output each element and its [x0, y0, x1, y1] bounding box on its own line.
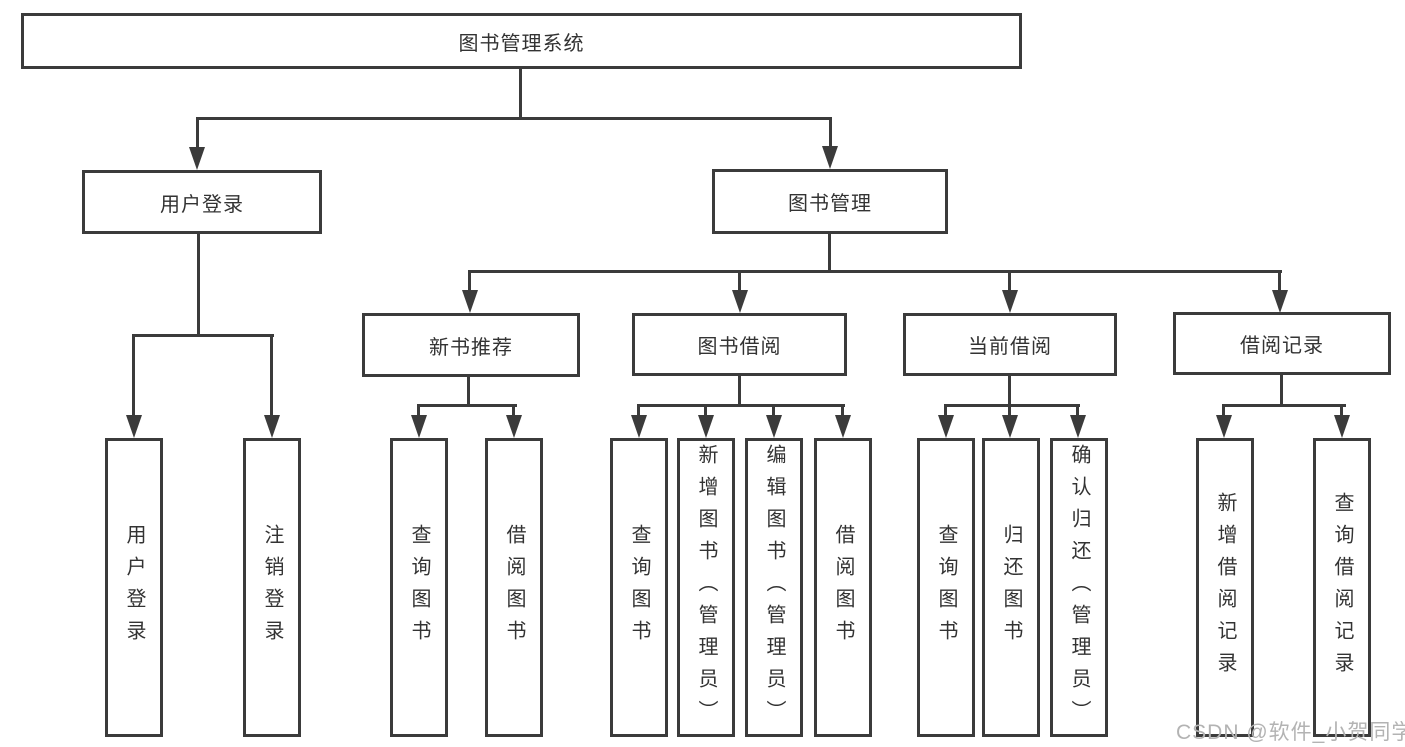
connector-line — [1222, 404, 1225, 418]
node-book-management: 图书管理 — [712, 169, 948, 234]
connector-line — [828, 234, 831, 272]
leaf-query-books-borrow: 查询图书 — [610, 438, 668, 737]
leaf-add-borrow-record: 新增借阅记录 — [1196, 438, 1254, 737]
arrow-down-icon — [506, 415, 522, 438]
leaf-borrow-books-borrow: 借阅图书 — [814, 438, 872, 737]
connector-line — [637, 404, 640, 418]
connector-line — [1222, 404, 1346, 407]
connector-line — [841, 404, 844, 418]
connector-line — [944, 404, 947, 418]
leaf-query-books-recommend: 查询图书 — [390, 438, 448, 737]
connector-line — [1278, 272, 1281, 292]
connector-line — [270, 334, 273, 418]
connector-line — [468, 272, 471, 292]
arrow-down-icon — [1272, 290, 1288, 313]
connector-line — [637, 404, 845, 407]
arrow-down-icon — [411, 415, 427, 438]
connector-line — [197, 234, 200, 337]
connector-line — [417, 404, 420, 418]
arrow-down-icon — [126, 415, 142, 438]
leaf-user-login: 用户登录 — [105, 438, 163, 737]
connector-line — [944, 404, 1080, 407]
connector-line — [132, 334, 135, 418]
connector-line — [1076, 404, 1079, 418]
watermark: CSDN @软件_小贺同学 — [1176, 721, 1405, 744]
connector-line — [1008, 376, 1011, 406]
connector-line — [467, 377, 470, 406]
connector-line — [512, 404, 515, 418]
connector-line — [738, 272, 741, 292]
connector-line — [417, 404, 517, 407]
leaf-logout: 注销登录 — [243, 438, 301, 737]
leaf-return-books: 归还图书 — [982, 438, 1040, 737]
node-book-borrow: 图书借阅 — [632, 313, 847, 376]
connector-line — [704, 404, 707, 418]
arrow-down-icon — [766, 415, 782, 438]
connector-line — [1008, 272, 1011, 292]
node-borrow-records: 借阅记录 — [1173, 312, 1391, 375]
arrow-down-icon — [264, 415, 280, 438]
leaf-edit-books-admin: 编辑图书（管理员） — [745, 438, 803, 737]
connector-line — [1340, 404, 1343, 418]
arrow-down-icon — [1216, 415, 1232, 438]
arrow-down-icon — [631, 415, 647, 438]
arrow-down-icon — [189, 147, 205, 170]
leaf-borrow-books-recommend: 借阅图书 — [485, 438, 543, 737]
arrow-down-icon — [835, 415, 851, 438]
arrow-down-icon — [938, 415, 954, 438]
connector-line — [829, 117, 832, 149]
arrow-down-icon — [822, 146, 838, 169]
connector-line — [468, 270, 1282, 273]
arrow-down-icon — [732, 290, 748, 313]
connector-line — [1008, 404, 1011, 418]
arrow-down-icon — [462, 290, 478, 313]
arrow-down-icon — [698, 415, 714, 438]
leaf-query-borrow-record: 查询借阅记录 — [1313, 438, 1371, 737]
node-new-book-recommend: 新书推荐 — [362, 313, 580, 377]
connector-line — [519, 69, 522, 118]
connector-line — [738, 376, 741, 406]
arrow-down-icon — [1002, 415, 1018, 438]
connector-line — [196, 117, 832, 120]
node-library-system: 图书管理系统 — [21, 13, 1022, 69]
connector-line — [132, 334, 274, 337]
connector-line — [196, 117, 199, 150]
leaf-query-books-current: 查询图书 — [917, 438, 975, 737]
arrow-down-icon — [1002, 290, 1018, 313]
node-current-borrow: 当前借阅 — [903, 313, 1117, 376]
connector-line — [772, 404, 775, 418]
leaf-confirm-return-admin: 确认归还（管理员） — [1050, 438, 1108, 737]
node-user-login: 用户登录 — [82, 170, 322, 234]
arrow-down-icon — [1070, 415, 1086, 438]
connector-line — [1280, 375, 1283, 406]
leaf-add-books-admin: 新增图书（管理员） — [677, 438, 735, 737]
arrow-down-icon — [1334, 415, 1350, 438]
